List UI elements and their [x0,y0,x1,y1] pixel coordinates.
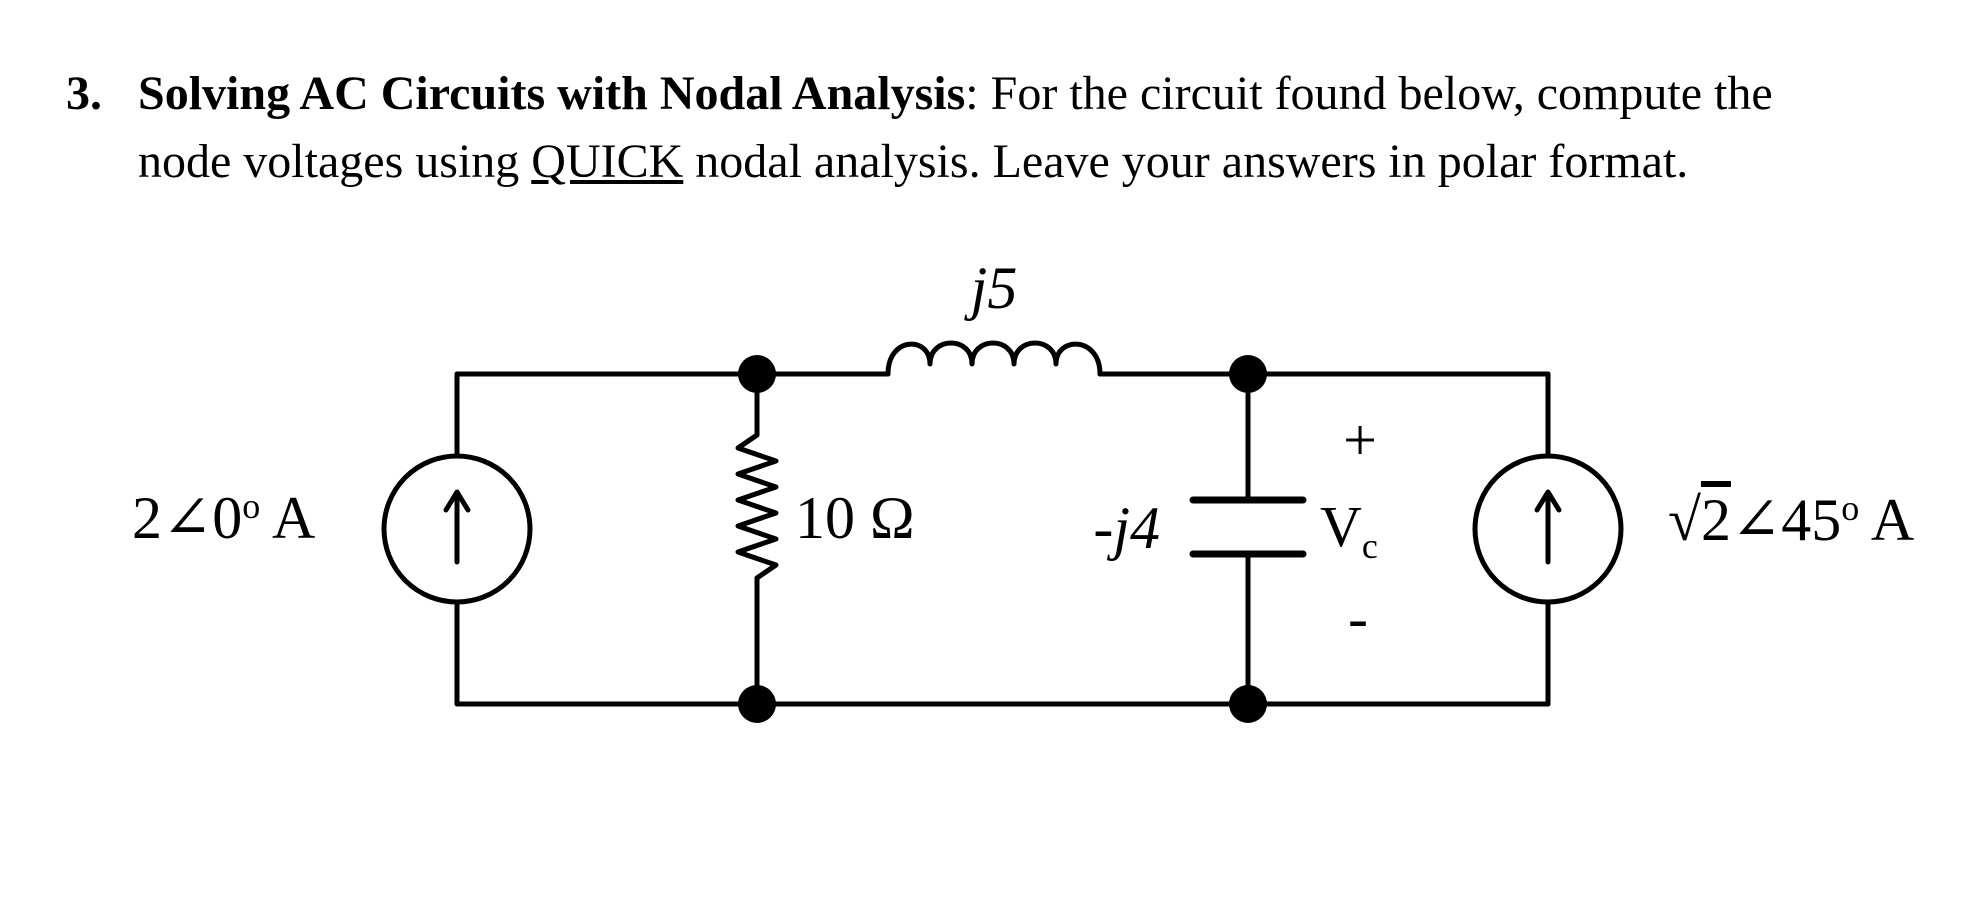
node-bottom-left [738,685,776,723]
voltage-minus-sign: - [1348,585,1368,651]
problem-title: Solving AC Circuits with Nodal Analysis [138,67,966,120]
problem-line-1: 3. Solving AC Circuits with Nodal Analysi… [66,60,1946,128]
current-source-left [381,453,533,605]
problem-line-2-before: node voltages using [138,135,532,188]
node-bottom-right [1229,685,1267,723]
problem-colon: : [965,67,979,120]
source-right-label: √2∠45o A [1668,487,1914,553]
resistor-zigzag [735,432,779,581]
inductor-coil [885,340,1103,377]
node-top-right [1229,355,1267,393]
current-source-right [1472,453,1624,605]
inductor-label: j5 [964,255,1018,321]
problem-number: 3. [66,67,102,120]
problem-line-2: node voltages using QUICK nodal analysis… [66,128,1946,196]
problem-statement: 3. Solving AC Circuits with Nodal Analysi… [66,60,1946,196]
source-left-label: 2∠0o A [132,485,315,551]
capacitor-label: -j4 [1093,495,1160,561]
voltage-plus-sign: + [1343,407,1377,473]
voltage-label: Vc [1320,494,1378,566]
current-arrowhead-left-icon [443,489,471,513]
resistor-label: 10 Ω [795,485,915,551]
problem-line-1-text: For the circuit found below, compute the [978,67,1773,120]
node-top-left [738,355,776,393]
problem-line-2-after: nodal analysis. Leave your answers in po… [683,135,1689,188]
current-arrowhead-right-icon [1534,489,1562,513]
problem-underlined-word: QUICK [531,135,684,188]
